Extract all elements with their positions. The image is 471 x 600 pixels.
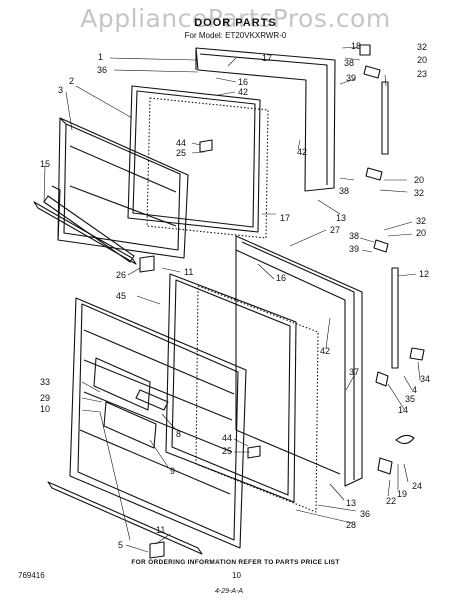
callout-44: 44 xyxy=(176,138,187,148)
callout-12: 12 xyxy=(419,269,430,279)
callout-5: 5 xyxy=(118,540,124,550)
fresh-food-trim-strip xyxy=(47,481,203,555)
callout-25: 25 xyxy=(176,148,187,158)
fresh-food-door-liner xyxy=(69,297,247,549)
callout-33: 33 xyxy=(40,377,51,387)
callout-44b: 44 xyxy=(222,433,233,443)
callout-23: 23 xyxy=(417,69,428,79)
callout-45: 45 xyxy=(116,291,127,301)
callout-4: 4 xyxy=(412,385,418,395)
illustration-number: 769416 xyxy=(18,571,45,580)
callout-20: 20 xyxy=(417,55,428,65)
callout-2: 2 xyxy=(69,76,75,86)
callout-24: 24 xyxy=(412,481,423,491)
page-number: 10 xyxy=(232,571,241,580)
callout-39: 39 xyxy=(346,73,357,83)
callout-42c: 42 xyxy=(320,346,331,356)
callout-35: 35 xyxy=(405,394,416,404)
callout-9: 9 xyxy=(170,466,176,476)
callout-28: 28 xyxy=(346,520,357,530)
callout-1: 1 xyxy=(98,52,104,62)
callout-20c: 20 xyxy=(416,228,427,238)
callout-32: 32 xyxy=(417,42,428,52)
callout-13: 13 xyxy=(336,213,347,223)
callout-25b: 25 xyxy=(222,446,233,456)
callout-16b: 16 xyxy=(276,273,287,283)
diagram-title: DOOR PARTS xyxy=(194,17,277,29)
callout-32c: 32 xyxy=(416,216,427,226)
callout-36: 36 xyxy=(97,65,108,75)
watermark: AppliancePartsPros.com xyxy=(80,4,391,33)
callout-11b: 11 xyxy=(156,525,166,535)
callout-22: 22 xyxy=(386,496,397,506)
callout-42b: 42 xyxy=(297,147,308,157)
callout-10: 10 xyxy=(40,404,51,414)
callout-17b: 17 xyxy=(280,213,291,223)
callout-29: 29 xyxy=(40,393,51,403)
callout-37: 37 xyxy=(349,367,360,377)
upper-hinge-rail xyxy=(381,81,389,155)
callout-38b: 38 xyxy=(339,186,350,196)
callout-38: 38 xyxy=(344,58,355,68)
ordering-note: FOR ORDERING INFORMATION REFER TO PARTS … xyxy=(131,559,340,566)
callout-39b: 39 xyxy=(349,244,360,254)
callout-14: 14 xyxy=(398,405,409,415)
lower-hinge-rail xyxy=(391,267,399,369)
callout-34: 34 xyxy=(420,374,431,384)
callout-27: 27 xyxy=(330,225,341,235)
fresh-food-door-gasket xyxy=(165,273,297,503)
fresh-food-door-panel xyxy=(235,235,363,487)
freezer-door-gasket xyxy=(127,85,261,233)
callout-17: 17 xyxy=(262,53,273,63)
callout-13b: 13 xyxy=(346,498,357,508)
model-label: For Model: ET20VKXRWR-0 xyxy=(184,31,287,40)
callout-32b: 32 xyxy=(414,188,425,198)
callout-11: 11 xyxy=(184,267,194,277)
callout-16: 16 xyxy=(238,77,249,87)
callout-18: 18 xyxy=(351,41,362,51)
handwritten-mark: 4-29-A-A xyxy=(215,588,244,595)
callout-3: 3 xyxy=(58,85,64,95)
freezer-door-panel xyxy=(195,47,336,192)
freezer-trim-strip xyxy=(33,201,137,265)
callout-26: 26 xyxy=(116,270,127,280)
freezer-door-liner xyxy=(57,117,189,259)
callout-20b: 20 xyxy=(414,175,425,185)
callout-38c: 38 xyxy=(349,231,360,241)
callout-19: 19 xyxy=(397,489,408,499)
callout-42: 42 xyxy=(238,87,249,97)
callout-8: 8 xyxy=(176,429,182,439)
callout-15: 15 xyxy=(40,159,51,169)
callout-36b: 36 xyxy=(360,509,371,519)
fresh-food-door-insulation xyxy=(195,285,319,513)
